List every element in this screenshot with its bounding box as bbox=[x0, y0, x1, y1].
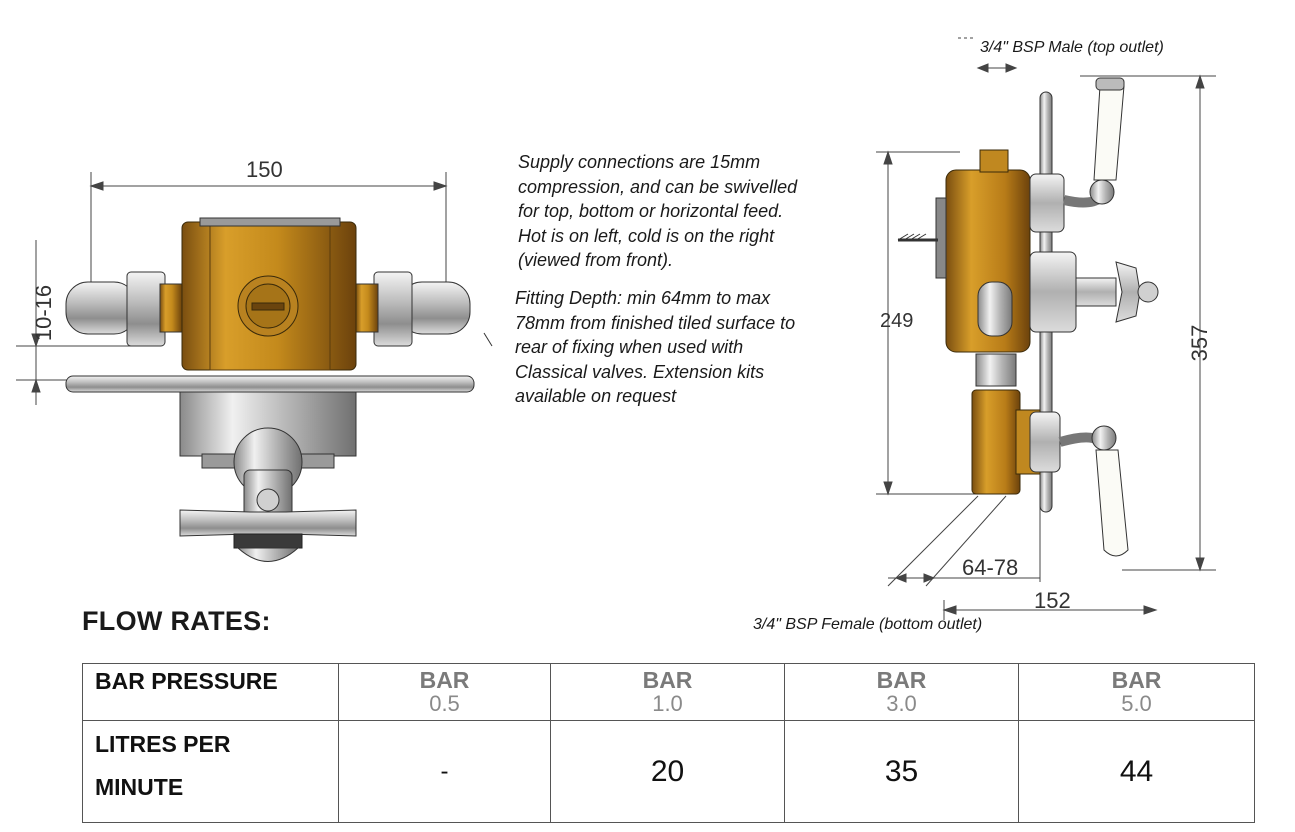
top-outlet-callout: 3/4" BSP Male (top outlet) bbox=[980, 39, 1164, 56]
bar-cell: BAR 0.5 bbox=[338, 663, 551, 721]
lpm-value: 20 bbox=[550, 720, 785, 823]
bar-cell: BAR 1.0 bbox=[550, 663, 785, 721]
dim-249-label: 249 bbox=[880, 310, 914, 332]
litres-per-label-line1: LITRES PER bbox=[95, 731, 231, 757]
bar-cell: BAR 5.0 bbox=[1018, 663, 1255, 721]
supply-note: Supply connections are 15mm compression,… bbox=[518, 152, 798, 270]
litres-per-minute-row: LITRES PER MINUTE - 20 35 44 bbox=[82, 720, 1255, 823]
bar-unit: BAR bbox=[876, 667, 927, 693]
dimension-150 bbox=[89, 172, 448, 300]
bar-value: 1.0 bbox=[652, 691, 683, 716]
dim-152-label: 152 bbox=[1034, 588, 1071, 613]
dimension-10-16 bbox=[16, 240, 140, 405]
lpm-value: - bbox=[338, 720, 551, 823]
bar-cell: BAR 3.0 bbox=[784, 663, 1019, 721]
front-view-drawing bbox=[16, 172, 493, 562]
lpm-value: 44 bbox=[1018, 720, 1255, 823]
minute-label-line2: MINUTE bbox=[95, 774, 184, 800]
fitting-depth-note: Fitting Depth: min 64mm to max 78mm from… bbox=[515, 288, 796, 406]
litres-per-minute-label: LITRES PER MINUTE bbox=[82, 720, 339, 823]
bar-unit: BAR bbox=[419, 667, 470, 693]
lpm-value: 35 bbox=[784, 720, 1019, 823]
bar-pressure-label: BAR PRESSURE bbox=[82, 663, 339, 721]
bar-value: 5.0 bbox=[1121, 691, 1152, 716]
bottom-outlet-callout: 3/4" BSP Female (bottom outlet) bbox=[753, 616, 983, 633]
bar-unit: BAR bbox=[642, 667, 693, 693]
bar-unit: BAR bbox=[1111, 667, 1162, 693]
dim-10-16-label: 10-16 bbox=[31, 284, 56, 342]
bar-value: 0.5 bbox=[429, 691, 460, 716]
side-view-drawing bbox=[876, 37, 1216, 620]
flow-rates-heading: FLOW RATES: bbox=[82, 606, 271, 636]
dim-64-78-label: 64-78 bbox=[962, 555, 1019, 580]
bar-pressure-row: BAR PRESSURE BAR 0.5 BAR 1.0 BAR 3.0 BAR… bbox=[82, 663, 1255, 721]
dim-357-label: 357 bbox=[1187, 324, 1212, 362]
bar-value: 3.0 bbox=[886, 691, 917, 716]
flow-rates-table: BAR PRESSURE BAR 0.5 BAR 1.0 BAR 3.0 BAR… bbox=[82, 663, 1255, 823]
dim-150-label: 150 bbox=[246, 157, 283, 182]
